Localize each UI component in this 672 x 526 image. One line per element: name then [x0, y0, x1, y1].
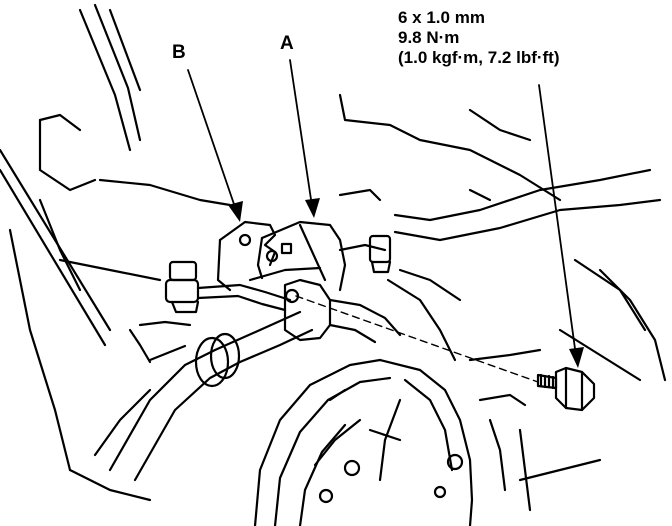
- left-fitting: [164, 260, 292, 314]
- bolt: [536, 366, 596, 412]
- arrowhead-bolt: [569, 347, 584, 368]
- engine-block-outline: [8, 113, 232, 502]
- arrowheads: [228, 198, 584, 368]
- compressor-manifold: [283, 234, 462, 362]
- leader-arrow-b: [187, 69, 237, 211]
- leader-arrow-a: [289, 59, 313, 207]
- callout-label-b: B: [172, 42, 186, 63]
- compressor-body-right: [378, 258, 667, 526]
- bolt-alignment-line: [295, 295, 539, 383]
- compressor-pulley: [253, 358, 402, 526]
- upper-hoses: [338, 93, 662, 242]
- refrigerant-hose: [93, 310, 314, 482]
- torque-nm-text: 9.8 N·m: [398, 28, 460, 47]
- leader-arrows: [187, 59, 577, 357]
- callout-label-a: A: [280, 33, 294, 54]
- bracket-assembly: [216, 220, 347, 292]
- left-pipes: [0, 3, 142, 347]
- torque-spec-block: 6 x 1.0 mm 9.8 N·m (1.0 kgf·m, 7.2 lbf·f…: [398, 8, 560, 68]
- arrowhead-b: [228, 201, 243, 222]
- torque-alt-text: (1.0 kgf·m, 7.2 lbf·ft): [398, 48, 560, 67]
- arrowhead-a: [305, 198, 320, 218]
- bolt-size-text: 6 x 1.0 mm: [398, 8, 485, 27]
- leader-arrow-bolt: [538, 84, 577, 357]
